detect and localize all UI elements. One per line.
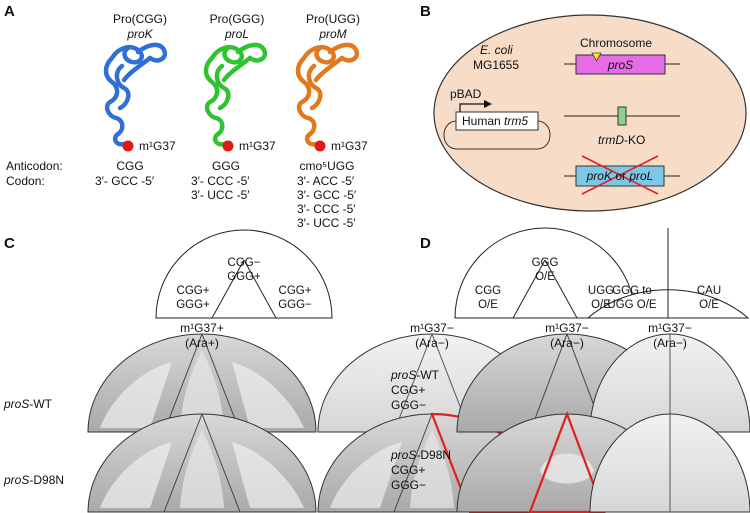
wedge-key-c [155,229,333,319]
trna-structure-prok [103,42,168,147]
pbad-label: pBAD [450,87,482,101]
cond-c-right-1: m¹G37− [410,321,454,335]
cond-d2-2: (Ara−) [653,336,687,350]
trna-name-prom: Pro(UGG) [306,12,360,26]
mod-label-prom: m¹G37 [331,139,368,153]
row-label-c-wt: proS-WT [4,397,53,411]
m1g37-dot-prol [222,140,234,152]
row-label-c-d98n: proS-D98N [4,473,65,487]
highlight-wedge-d [528,410,606,513]
pbad-promoter-arrow [459,103,486,112]
cond-c-right-2: (Ara−) [415,336,449,350]
anticodon-prok: CGG [116,159,144,173]
panel-b-label: B [420,3,431,20]
prok-prol-label: proK or proL [586,169,654,183]
row-label-d-d98n: proS-D98N CGG+ GGG− [391,448,452,492]
pros-gene-label: proS [607,58,634,72]
m1g37-dot-prok [122,140,134,152]
trm5-label: Human trm5 [462,114,529,128]
prok-prol-box [575,165,665,187]
mod-label-prok: m¹G37 [139,139,176,153]
mod-label-prol: m¹G37 [239,139,276,153]
panel-a-label: A [4,3,15,20]
trna-gene-prok: proK [127,27,153,41]
pros-gene-box [575,54,666,75]
trmd-ko-box [617,106,627,126]
trna-gene-prom: proM [319,27,347,41]
codon-prok-1: 3′- GCC -5′ [95,174,155,188]
plate-d-d98n-control [589,413,750,513]
cond-c-left-1: m¹G37+ [180,321,224,335]
trmd-ko-label: trmD-KO [598,133,646,147]
wedge-c-right-label: CGG+GGG− [278,285,312,311]
codon-prol-1: 3′- CCC -5′ [191,174,250,188]
panel-d-label: D [420,235,431,252]
panel-c-label: C [4,235,15,252]
plate-c-wt-ara-plus [87,333,317,433]
deletion-cross-2 [581,155,659,195]
arrowhead-icon [484,100,492,108]
anticodon-prol: GGG [211,159,240,173]
plate-c-d98n-ara-plus [87,413,317,513]
codon-prom-3: 3′- CCC -5′ [297,202,356,216]
wedge-c-mid-label: CGG−GGG+ [227,257,261,283]
anticodon-prom: cmo⁵UGG [299,159,355,173]
trm5-gene-box [455,111,539,131]
codon-prom-1: 3′- ACC -5′ [297,174,355,188]
wedge-key-d2 [586,228,750,319]
cond-d1-1: m¹G37− [545,321,589,335]
wedge-c-left-label: CGG+GGG+ [176,285,210,311]
strain-name: MG1655 [473,58,520,72]
plasmid-loop [443,120,551,150]
m1g37-dot-prom [314,140,326,152]
codon-prom-4: 3′- UCC -5′ [297,216,356,230]
cond-d2-1: m¹G37− [648,321,692,335]
codon-prol-2: 3′- UCC -5′ [191,188,250,202]
cond-c-left-2: (Ara+) [185,336,219,350]
mutation-marker-icon [591,52,602,62]
trna-structure-prol [203,42,268,147]
trna-gene-prol: proL [224,27,250,41]
row-label-d-wt: proS-WT CGG+ GGG− [391,368,440,412]
cond-d1-2: (Ara−) [550,336,584,350]
wedge-key-d1 [454,227,636,319]
trna-name-prol: Pro(GGG) [209,12,265,26]
organism-name: E. coli [480,43,513,57]
chromosome-label: Chromosome [580,36,653,50]
codon-row-label: Codon: [6,174,45,188]
anticodon-row-label: Anticodon: [6,159,63,173]
trna-name-prok: Pro(CGG) [113,12,167,26]
codon-prom-2: 3′- GCC -5′ [297,188,357,202]
trna-structure-prom [295,42,360,147]
